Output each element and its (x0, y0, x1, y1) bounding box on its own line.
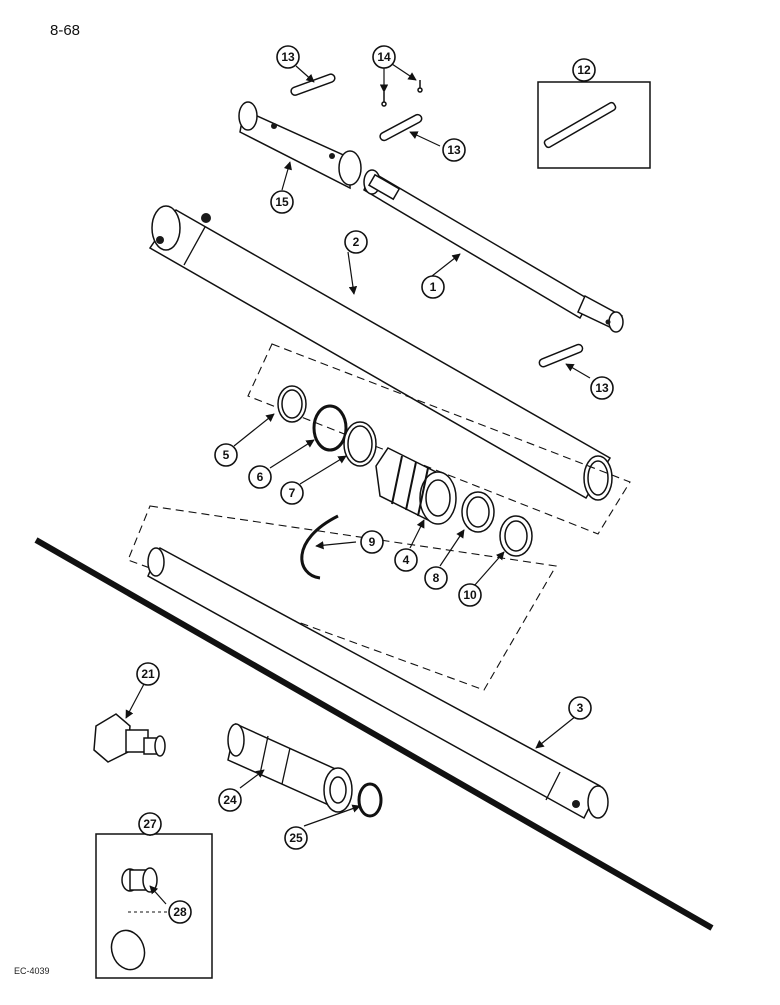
coupler-24 (227, 722, 353, 813)
callout-4: 4 (394, 548, 418, 572)
piston-rod-1 (363, 169, 624, 333)
figure-code: EC-4039 (14, 966, 50, 976)
ring-6 (312, 404, 348, 452)
svg-text:7: 7 (289, 486, 296, 500)
page-number: 8-68 (50, 22, 81, 39)
inset-box-12 (537, 81, 651, 169)
callout-14: 14 (372, 45, 396, 69)
svg-text:24: 24 (223, 793, 237, 807)
pin-13-middle (379, 113, 423, 142)
svg-text:9: 9 (369, 535, 376, 549)
callout-25: 25 (284, 826, 308, 850)
callout-9: 9 (360, 530, 384, 554)
dashed-group-lower (127, 505, 557, 691)
svg-text:27: 27 (143, 817, 157, 831)
svg-text:13: 13 (281, 50, 295, 64)
tube-3 (147, 546, 609, 820)
svg-text:4: 4 (403, 553, 410, 567)
leader-lines (125, 63, 591, 905)
callout-27: 27 (138, 812, 162, 836)
svg-text:6: 6 (257, 470, 264, 484)
callout-13-middle: 13 (442, 138, 466, 162)
callout-10: 10 (458, 583, 482, 607)
callout-24: 24 (218, 788, 242, 812)
callout-7: 7 (280, 481, 304, 505)
svg-text:13: 13 (447, 143, 461, 157)
seal-8 (461, 491, 495, 533)
ring-7 (343, 421, 377, 467)
snap-ring-9 (300, 514, 339, 580)
svg-text:25: 25 (289, 831, 303, 845)
svg-text:15: 15 (275, 195, 289, 209)
separator-line (34, 537, 714, 931)
pin-13-bottom (538, 343, 584, 368)
coupler-21 (93, 713, 166, 763)
seal-5 (277, 385, 307, 423)
callout-1: 1 (421, 275, 445, 299)
cylinder-barrel-2 (148, 205, 613, 501)
svg-text:5: 5 (223, 448, 230, 462)
callout-21: 21 (136, 662, 160, 686)
inset-box-27 (95, 833, 213, 979)
svg-text:21: 21 (141, 667, 155, 681)
callout-13-bottom: 13 (590, 376, 614, 400)
cotter-pins-14 (381, 80, 423, 107)
ring-25 (357, 782, 383, 818)
callout-28: 28 (168, 900, 192, 924)
callout-5: 5 (214, 443, 238, 467)
svg-text:1: 1 (430, 280, 437, 294)
svg-text:2: 2 (353, 235, 360, 249)
svg-text:8: 8 (433, 571, 440, 585)
dashed-group-upper (247, 343, 631, 535)
seal-10 (499, 515, 533, 557)
callout-3: 3 (568, 696, 592, 720)
svg-text:12: 12 (577, 63, 591, 77)
pin-13-top (290, 73, 336, 96)
svg-text:14: 14 (377, 50, 391, 64)
svg-text:3: 3 (577, 701, 584, 715)
svg-text:10: 10 (463, 588, 477, 602)
callout-2: 2 (344, 230, 368, 254)
callout-6: 6 (248, 465, 272, 489)
callout-8: 8 (424, 566, 448, 590)
svg-text:13: 13 (595, 381, 609, 395)
callout-15: 15 (270, 190, 294, 214)
tube-15 (238, 101, 362, 190)
svg-text:28: 28 (173, 905, 187, 919)
piston-4 (375, 447, 457, 525)
callout-13-top: 13 (276, 45, 300, 69)
callout-12: 12 (572, 58, 596, 82)
